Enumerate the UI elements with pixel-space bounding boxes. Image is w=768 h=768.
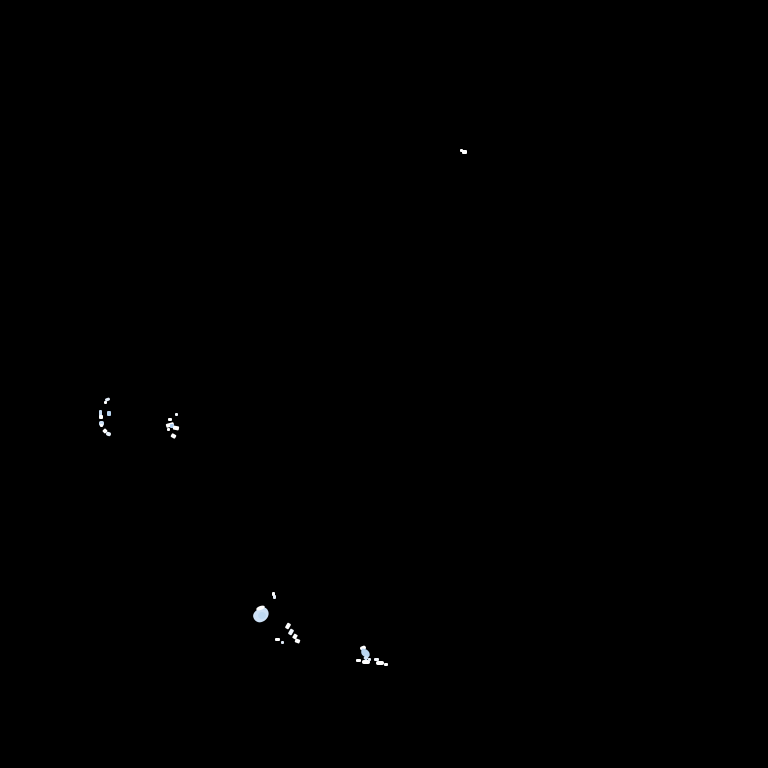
cloud-speck-left-cluster (99, 410, 102, 416)
cloud-speck-left-cluster (105, 431, 112, 437)
cloud-speck-left-cluster (107, 411, 111, 416)
cloud-speck-mid-cluster (170, 424, 174, 428)
cloud-speck-mid-cluster (165, 422, 175, 428)
cloud-streak-bottom (356, 659, 361, 662)
cloud-speck-mid-cluster (167, 428, 170, 431)
cloud-speck-small (281, 641, 284, 644)
cloud-speck-small (273, 595, 276, 599)
cloud-arrow-cap (359, 645, 367, 651)
cloud-speck-mid-cluster (172, 425, 180, 431)
cloud-streak-diagonal (294, 638, 301, 644)
cloud-speck-mid-cluster (175, 413, 178, 416)
cloud-streak-bottom (376, 661, 384, 665)
cloud-speck-mid-cluster (168, 418, 172, 421)
cloud-speck-mid-cluster (170, 433, 177, 439)
cloud-streak-bottom (368, 658, 371, 661)
cloud-streak-bottom (384, 663, 388, 666)
cloud-streak-diagonal (287, 628, 295, 636)
cloud-speck-left-cluster (104, 397, 111, 402)
cloud-speck-top (460, 149, 463, 152)
cloud-speck-left-cluster (100, 424, 103, 427)
cloud-wedge-main (251, 606, 271, 624)
cloud-streak-bottom (374, 658, 379, 661)
cloud-speck-left-cluster (99, 421, 104, 426)
cloud-speck-small (272, 592, 275, 596)
cloud-speck-left-cluster (99, 415, 103, 419)
cloud-wedge-highlight (255, 604, 266, 612)
cloud-speck-left-cluster (102, 428, 108, 434)
cloud-arrow-body (360, 648, 371, 658)
cloud-streak-diagonal (284, 622, 292, 630)
cloud-speck-small (275, 638, 280, 641)
cloud-speck-left-cluster (104, 401, 107, 404)
cloud-streak-bottom (362, 660, 370, 664)
cloud-speck-top (462, 150, 467, 154)
cloud-streak-diagonal (292, 633, 298, 640)
cloud-arrow-tail (363, 655, 369, 661)
cloud-wedge-inner (258, 612, 266, 619)
